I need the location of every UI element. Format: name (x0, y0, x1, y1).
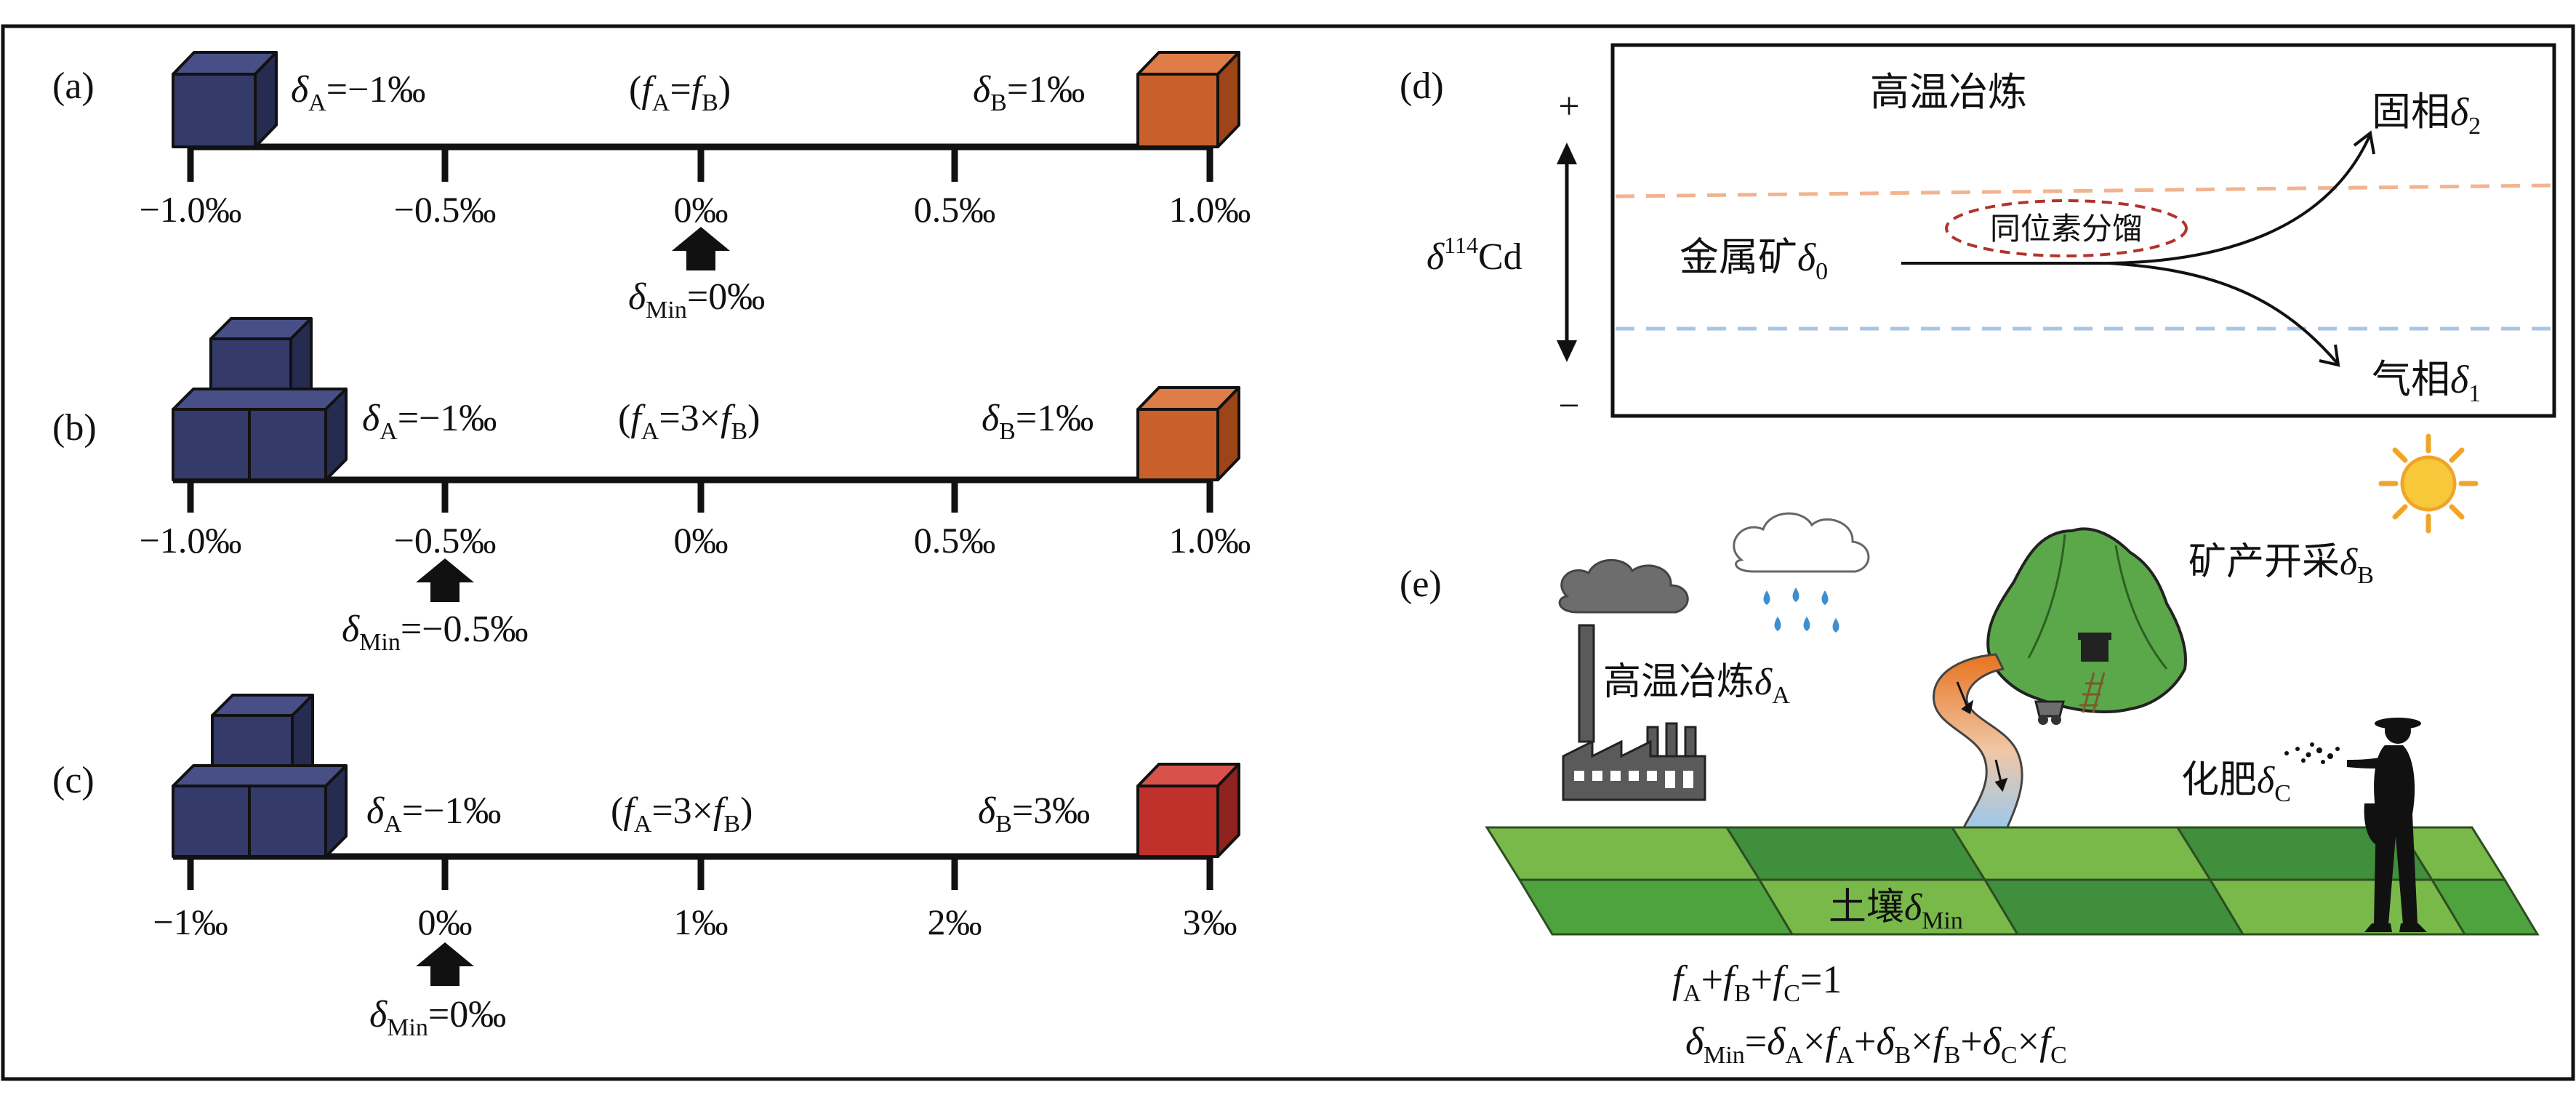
panel-d-branch-gas (2108, 262, 2339, 365)
panel-d-plus: + (1558, 86, 1579, 127)
panel-d-title: 高温冶炼 (1870, 69, 2027, 115)
panel-a-min-arrow (672, 227, 730, 270)
panel-a-delta-b: δB=1‰ (973, 69, 1085, 116)
panel-b-tick-label: 0‰ (674, 520, 729, 561)
panel-d-label: (d) (1400, 65, 1444, 107)
panel-a-cube-a (172, 51, 278, 148)
panel-c-tick-label: 3‰ (1183, 902, 1237, 942)
rain-drops-icon (1763, 587, 1839, 633)
mountain-icon (1986, 527, 2187, 725)
figure-border (1, 24, 2575, 1081)
panel-c-cube-stack-a (172, 694, 348, 858)
panel-b-tick-label: 1.0‰ (1169, 520, 1251, 561)
panel-e-equation-1: fA+fB+fC=1 (1672, 958, 1842, 1007)
panel-d-solid-label: 固相δ2 (2372, 89, 2481, 140)
panel-a-min-label: δMin=0‰ (628, 276, 765, 324)
panel-c-min-arrow (416, 942, 474, 986)
panel-d-minus: − (1558, 385, 1579, 427)
panel-a-tick-label: −0.5‰ (394, 189, 497, 230)
panel-b-delta-a: δA=−1‰ (362, 398, 497, 445)
panel-d-orange-dashed (1615, 183, 2551, 198)
panel-a-tick-label: 1.0‰ (1169, 189, 1251, 230)
panel-c-delta-a: δA=−1‰ (366, 790, 501, 838)
panel-d-fractionation-ellipse (1945, 199, 2188, 257)
panel-a-label: (a) (52, 65, 95, 107)
panel-e-mining-label: 矿产开采δB (2188, 540, 2374, 589)
field-icon (1485, 826, 2540, 936)
panel-b-min-label: δMin=−0.5‰ (342, 609, 529, 656)
panel-e-soil-label: 土壤δMin (1829, 886, 1963, 934)
panel-e-fertilizer-label: 化肥δC (2181, 758, 2291, 807)
panel-b-cube-b (1136, 386, 1240, 481)
panel-a-cube-b (1136, 51, 1240, 148)
panel-c-min-label: δMin=0‰ (369, 994, 506, 1041)
panel-b: (b) −1.0‰ −0.5‰ 0‰ 0.5‰ 1.0‰ δA=−1‰ (fA=… (52, 317, 1251, 656)
factory-icon (1562, 624, 1706, 801)
panel-c-cube-b (1136, 763, 1240, 858)
panel-b-ratio: (fA=3×fB) (618, 398, 760, 445)
panel-a-tick-label: −1.0‰ (140, 189, 242, 230)
panel-c-delta-b: δB=3‰ (978, 790, 1090, 838)
panel-d-arrow-up (1557, 143, 1577, 164)
panel-a-tick-label: 0‰ (674, 189, 729, 230)
panel-d-arrowhead-solid (2353, 130, 2375, 155)
panel-d-arrowhead-gas (2319, 344, 2340, 367)
panel-d-axis-label: δ114Cd (1427, 232, 1522, 278)
panel-c-tick-label: −1‰ (153, 902, 228, 942)
panel-a: (a) −1.0‰ −0.5‰ 0‰ 0.5‰ 1.0‰ δA=−1‰ (fA=… (52, 51, 1251, 324)
panel-c-label: (c) (52, 760, 95, 801)
panel-a-ticks (187, 144, 1213, 182)
panel-c-ticks (187, 854, 1213, 890)
fertilizer-spray-icon (2284, 742, 2340, 764)
panel-a-delta-a: δA=−1‰ (291, 69, 425, 116)
rain-cloud-icon (1733, 512, 1870, 573)
panel-d-box (1610, 43, 2556, 418)
panel-b-delta-b: δB=1‰ (982, 398, 1094, 445)
panel-d-fractionation-label: 同位素分馏 (1990, 211, 2143, 246)
panel-a-ratio: (fA=fB) (629, 69, 731, 116)
panel-b-ticks (187, 477, 1213, 513)
panel-c: (c) −1‰ 0‰ 1‰ 2‰ 3‰ δA=−1‰ (fA=3×fB) δB=… (52, 694, 1240, 1041)
panel-d: (d) + − δ114Cd 高温冶炼 金属矿δ0 同位素分馏 固相δ2 气相δ… (1400, 43, 2556, 427)
panel-e-label: (e) (1400, 563, 1442, 605)
panel-b-cube-stack-a (172, 317, 348, 481)
panel-b-label: (b) (52, 407, 97, 449)
farmer-icon (2347, 718, 2427, 932)
panel-c-ratio: (fA=3×fB) (611, 790, 753, 838)
panel-a-tick-label: 0.5‰ (914, 189, 996, 230)
panel-c-tick-label: 0‰ (418, 902, 473, 942)
panel-d-branch-solid (2108, 134, 2372, 265)
panel-b-min-arrow (416, 558, 474, 602)
panel-d-gas-label: 气相δ1 (2372, 356, 2481, 407)
panel-c-tick-label: 1‰ (674, 902, 729, 942)
panel-e: (e) (1400, 433, 2540, 1069)
sun-icon (2378, 433, 2479, 534)
panel-d-ore-label: 金属矿δ0 (1680, 234, 1828, 285)
panel-d-arrow-down (1557, 340, 1577, 362)
smoke-cloud-icon (1558, 558, 1689, 614)
panel-e-smelting-label: 高温冶炼δA (1603, 660, 1790, 709)
panel-b-tick-label: 0.5‰ (914, 520, 996, 561)
panel-b-tick-label: −1.0‰ (140, 520, 242, 561)
panel-c-tick-label: 2‰ (928, 902, 982, 942)
panel-b-tick-label: −0.5‰ (394, 520, 497, 561)
panel-e-equation-2: δMin=δA×fA+δB×fB+δC×fC (1685, 1019, 2067, 1069)
river-arrows-icon (1956, 681, 2008, 793)
